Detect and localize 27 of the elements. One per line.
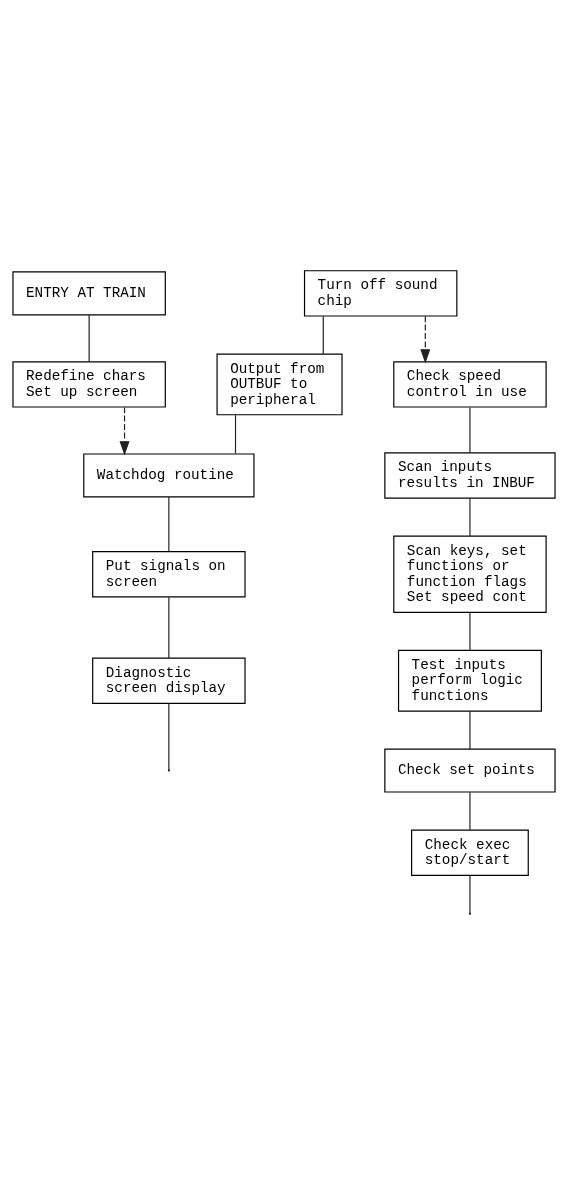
arrow [119, 406, 130, 456]
connector [234, 414, 237, 454]
connector [168, 596, 170, 659]
node-box: Output from OUTBUF to peripheral [216, 352, 343, 415]
connector [469, 874, 471, 914]
node-box: Turn off sound chip [303, 269, 458, 317]
node-box: Diagnostic screen display [92, 657, 246, 704]
node-box: Scan keys, set functions or function flags Set speed cont [393, 535, 547, 613]
connector [322, 315, 324, 354]
node-box: Test inputs perform logic functions [397, 649, 542, 712]
connector [469, 497, 471, 537]
node-box: Put signals on screen [92, 550, 246, 597]
arrow [420, 315, 431, 364]
node-box: Redefine chars Set up screen [12, 360, 166, 408]
node-box: Scan inputs results in INBUF [384, 451, 556, 499]
connector [469, 710, 471, 750]
node-box: Check set points [384, 748, 556, 793]
connector [168, 495, 170, 552]
node-box: ENTRY AT TRAIN [12, 270, 166, 315]
connector [469, 611, 471, 651]
connector [469, 791, 471, 830]
node-box: Watchdog routine [83, 452, 255, 497]
node-box: Check exec stop/start [411, 829, 529, 876]
connector [88, 313, 90, 362]
connector [168, 702, 170, 771]
connector [469, 406, 471, 453]
node-box: Check speed control in use [393, 360, 547, 408]
